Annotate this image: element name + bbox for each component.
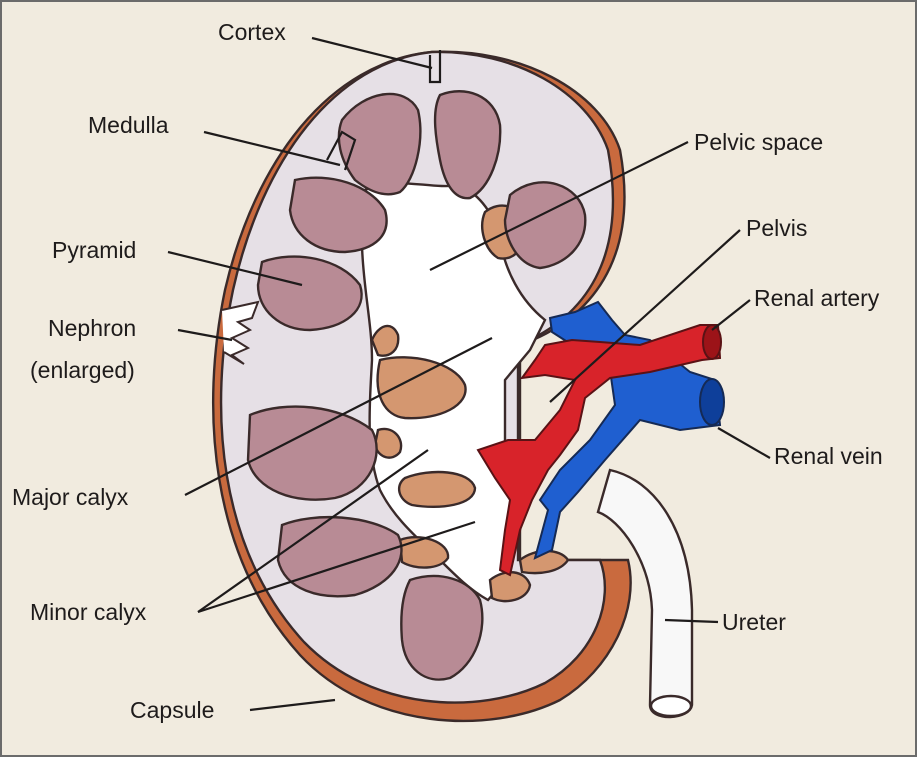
label-cortex: Cortex (218, 19, 286, 45)
label-renal-vein: Renal vein (774, 443, 883, 469)
label-ureter: Ureter (722, 609, 786, 635)
label-renal-artery: Renal artery (754, 285, 880, 311)
label-capsule: Capsule (130, 697, 214, 723)
renal-artery-opening (703, 325, 721, 359)
label-nephron-enlarged: (enlarged) (30, 357, 135, 383)
label-major-calyx: Major calyx (12, 484, 129, 510)
ureter-opening (651, 696, 691, 716)
label-pelvic-space: Pelvic space (694, 129, 823, 155)
label-pyramid: Pyramid (52, 237, 136, 263)
label-pelvis: Pelvis (746, 215, 807, 241)
renal-vein-opening (700, 379, 724, 425)
label-nephron: Nephron (48, 315, 136, 341)
label-minor-calyx: Minor calyx (30, 599, 147, 625)
label-medulla: Medulla (88, 112, 169, 138)
